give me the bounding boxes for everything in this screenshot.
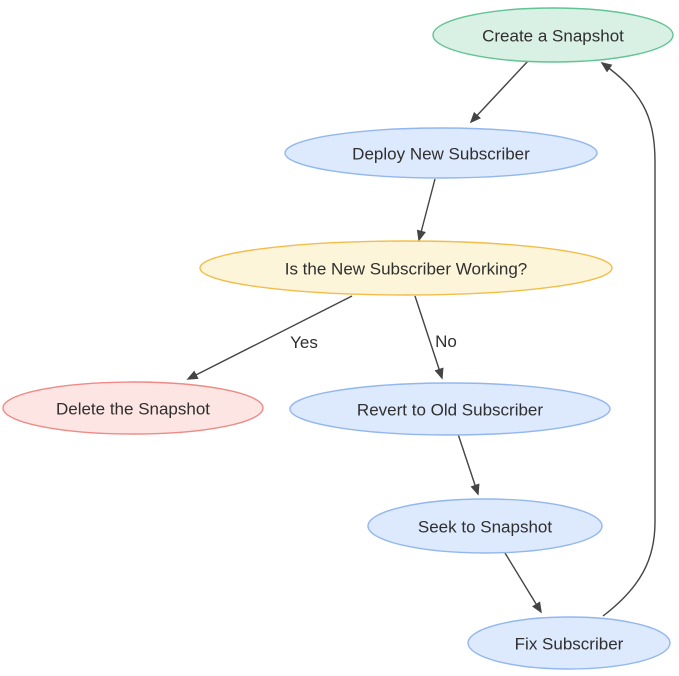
edge-revert-to-seek (457, 433, 480, 496)
node-label-seek-to-snapshot: Seek to Snapshot (418, 518, 552, 537)
node-shape-seek-to-snapshot (367, 498, 603, 554)
edge-create-to-deploy (469, 60, 529, 124)
node-create-snapshot: Create a Snapshot (432, 7, 674, 63)
node-shape-delete-the-snapshot (2, 381, 264, 435)
node-label-revert-to-old-subscriber: Revert to Old Subscriber (357, 401, 543, 420)
edge-fix-back-to-create (600, 62, 656, 617)
node-deploy-new-subscriber: Deploy New Subscriber (284, 127, 598, 179)
edge-question-no-revert (414, 295, 444, 380)
edge-question-yes-delete (186, 295, 353, 380)
node-label-delete-the-snapshot: Delete the Snapshot (56, 400, 210, 419)
node-shape-deploy-new-subscriber (284, 127, 598, 179)
edge-deploy-to-question (416, 178, 436, 242)
node-seek-to-snapshot: Seek to Snapshot (367, 498, 603, 554)
node-shape-is-new-subscriber-working (199, 240, 613, 296)
node-label-is-new-subscriber-working: Is the New Subscriber Working? (285, 260, 528, 279)
node-is-new-subscriber-working: Is the New Subscriber Working? (199, 240, 613, 296)
node-shape-fix-subscriber (467, 616, 671, 670)
node-revert-to-old-subscriber: Revert to Old Subscriber (289, 382, 611, 436)
edge-label-question-yes-delete: Yes (290, 333, 318, 352)
node-shape-create-snapshot (432, 7, 674, 63)
edge-label-question-no-revert: No (435, 332, 457, 351)
node-fix-subscriber: Fix Subscriber (467, 616, 671, 670)
node-shape-revert-to-old-subscriber (289, 382, 611, 436)
node-label-create-snapshot: Create a Snapshot (482, 27, 624, 46)
node-delete-the-snapshot: Delete the Snapshot (2, 381, 264, 435)
node-label-fix-subscriber: Fix Subscriber (515, 635, 624, 654)
node-label-deploy-new-subscriber: Deploy New Subscriber (352, 145, 530, 164)
edge-seek-to-fix (504, 552, 542, 614)
